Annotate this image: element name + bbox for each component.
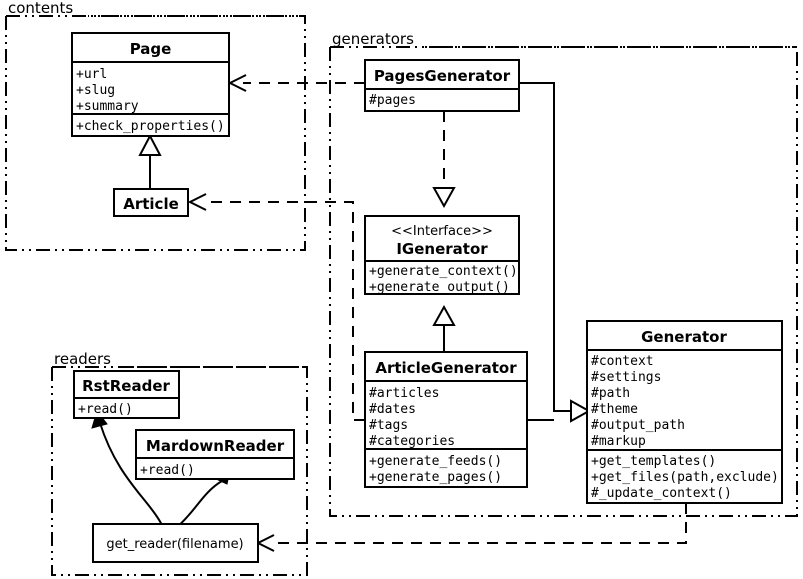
rel-articlegenerator-article-line — [203, 201, 365, 421]
realization-arrowhead-igenerator — [432, 187, 456, 209]
class-rstreader-frame — [73, 370, 180, 419]
class-generator-attr-3: #theme — [591, 402, 638, 417]
rel-pagesgenerator-inherits-generator — [519, 82, 571, 412]
class-rstreader-method-0: +read() — [78, 402, 133, 417]
rel-articlegenerator-igenerator — [432, 304, 456, 352]
class-generator-method-1: +get_files(path,exclude) — [591, 470, 779, 485]
class-articlegenerator-attr-3: #categories — [369, 434, 455, 449]
class-igenerator-frame — [364, 215, 520, 295]
class-pagesgenerator-name: PagesGenerator — [374, 67, 511, 85]
class-box-igenerator[interactable]: <<Interface>> IGenerator +generate_conte… — [364, 215, 520, 295]
class-page-attr-0: +url — [76, 67, 107, 82]
rel-articlegenerator-depends-article — [187, 193, 365, 421]
class-page-name: Page — [130, 40, 172, 58]
class-mardownreader-method-0: +read() — [140, 463, 195, 478]
class-box-page[interactable]: Page +url +slug +summary +check_properti… — [71, 32, 230, 137]
package-generators-label: generators — [332, 30, 414, 48]
rel-getreader-rstreader-curve — [99, 422, 164, 528]
class-igenerator-method-1: +generate_output() — [369, 280, 510, 295]
class-box-generator[interactable]: Generator #context #settings #path #them… — [586, 320, 783, 504]
rel-getreader-mardownreader-curve — [176, 480, 223, 528]
class-generator-attr-4: #output_path — [591, 418, 685, 433]
class-pagesgenerator-attr-0: #pages — [369, 93, 416, 108]
class-article-frame — [113, 188, 189, 217]
package-contents: contents — [5, 0, 306, 251]
class-generator-frame — [586, 320, 783, 504]
class-generator-attr-0: #context — [591, 354, 654, 369]
package-readers-label: readers — [54, 350, 111, 368]
dependency-arrowhead-getreader — [255, 534, 275, 552]
class-page-attr-1: +slug — [76, 83, 115, 98]
rel-generator-getreader-line — [271, 503, 687, 544]
class-article-name: Article — [123, 195, 179, 213]
class-box-rst-reader[interactable]: RstReader +read() — [73, 370, 180, 419]
class-articlegenerator-frame — [364, 351, 528, 488]
class-generator-attr-5: #markup — [591, 434, 646, 449]
function-box-get-reader[interactable]: get_reader(filename) — [92, 523, 259, 563]
class-articlegenerator-method-1: +generate_pages() — [369, 470, 502, 485]
class-box-mardown-reader[interactable]: MardownReader +read() — [135, 429, 295, 480]
class-articlegenerator-attr-0: #articles — [369, 386, 439, 401]
class-igenerator-name: IGenerator — [396, 240, 488, 258]
rel-pagesgenerator-generator-line — [519, 82, 571, 412]
rel-article-inherits-page — [138, 133, 162, 190]
class-mardownreader-name: MardownReader — [146, 437, 285, 455]
function-getreader-frame — [92, 523, 259, 563]
class-mardownreader-frame — [135, 429, 295, 480]
class-articlegenerator-name: ArticleGenerator — [375, 359, 517, 377]
generalization-arrowhead-page — [138, 133, 162, 156]
package-contents-border — [5, 15, 306, 251]
class-articlegenerator-attr-1: #dates — [369, 402, 416, 417]
class-articlegenerator-attr-2: #tags — [369, 418, 408, 433]
function-getreader-label: get_reader(filename) — [106, 537, 243, 552]
class-generator-method-2: #_update_context() — [591, 486, 732, 501]
package-readers: readers — [51, 350, 308, 576]
class-igenerator-stereotype: <<Interface>> — [391, 224, 493, 239]
package-generators: generators — [329, 30, 798, 517]
class-box-article[interactable]: Article — [113, 188, 189, 217]
generalization-arrowhead-generator — [570, 399, 592, 423]
dependency-arrowhead-article — [187, 193, 207, 211]
class-pagesgenerator-frame — [364, 59, 520, 112]
class-box-article-generator[interactable]: ArticleGenerator #articles #dates #tags … — [364, 351, 528, 488]
class-rstreader-name: RstReader — [82, 377, 170, 395]
class-generator-attr-2: #path — [591, 386, 630, 401]
class-generator-method-0: +get_templates() — [591, 454, 716, 469]
class-igenerator-method-0: +generate_context() — [369, 264, 518, 279]
class-box-pages-generator[interactable]: PagesGenerator #pages — [364, 59, 520, 112]
class-page-method-0: +check_properties() — [76, 119, 225, 134]
class-page-attr-2: +summary — [76, 99, 139, 114]
class-articlegenerator-method-0: +generate_feeds() — [369, 454, 502, 469]
package-contents-label: contents — [8, 0, 73, 17]
rel-pagesgenerator-depends-page — [227, 74, 365, 92]
generalization-arrowhead-igenerator — [432, 304, 456, 326]
class-page-frame — [71, 32, 230, 137]
class-generator-attr-1: #settings — [591, 370, 661, 385]
rel-pagesgenerator-realizes-igenerator — [432, 111, 456, 209]
class-generator-name: Generator — [641, 328, 727, 346]
rel-generator-depends-getreader — [255, 503, 687, 552]
